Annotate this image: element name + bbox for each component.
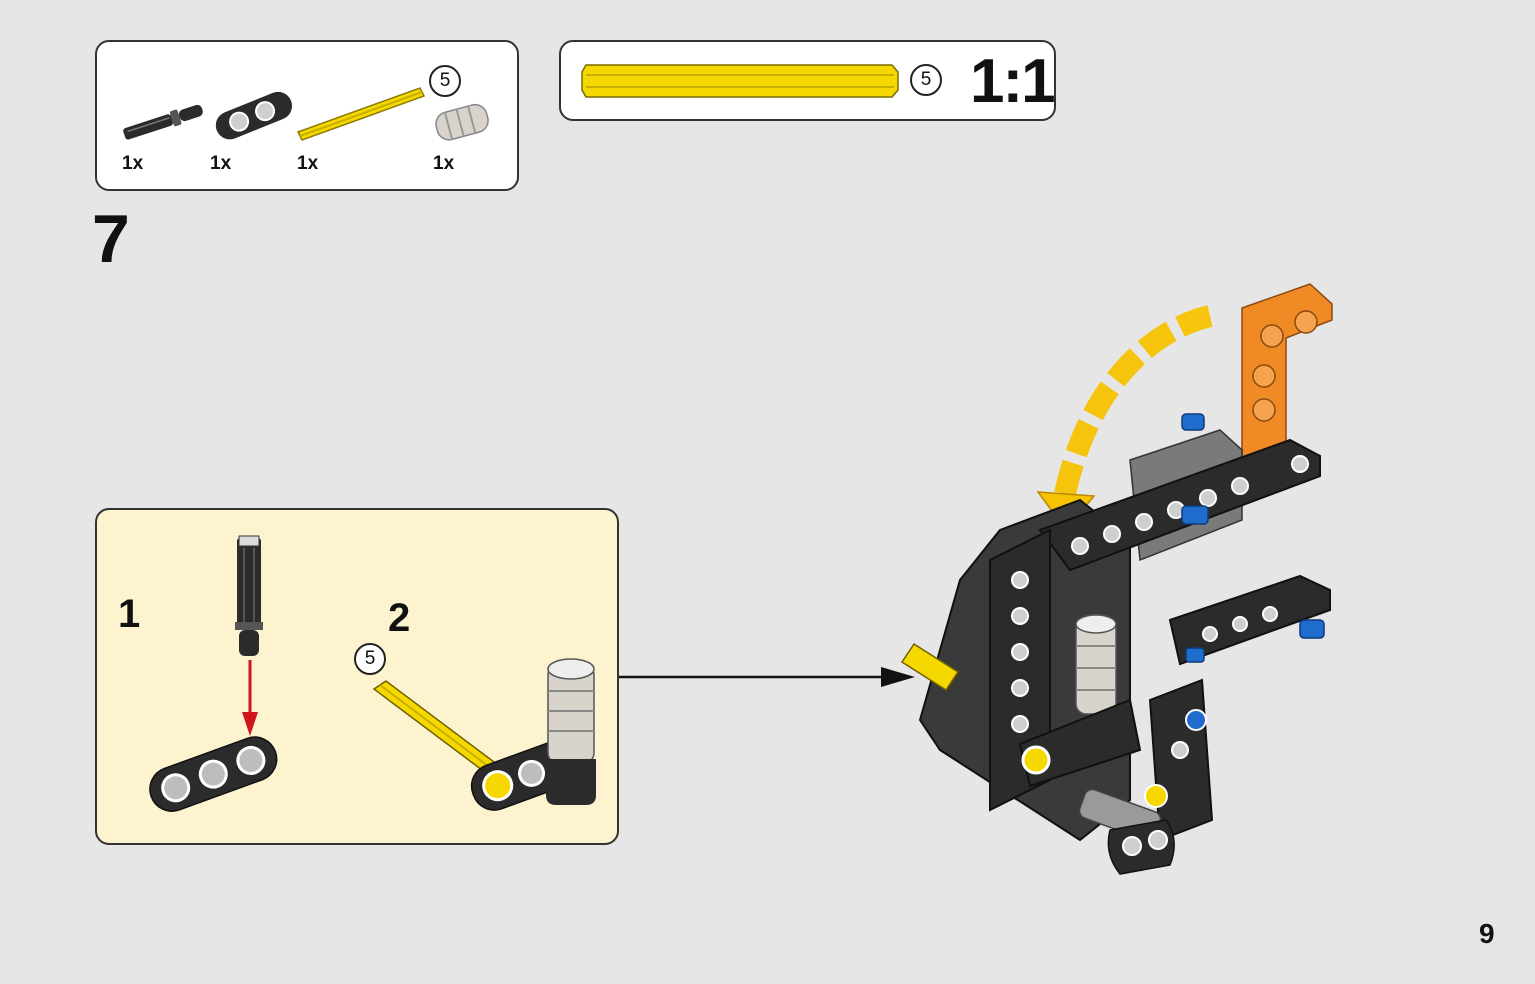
substep-1-number: 1 (118, 592, 141, 636)
part-beam-2-icon (215, 91, 293, 140)
substep-2-axle-length-marker: 5 (354, 643, 386, 675)
part-bush-quantity: 1x (433, 153, 455, 174)
scale-axle-icon (581, 64, 899, 98)
part-bush-icon (435, 103, 489, 141)
part-axle-5-icon (296, 87, 426, 141)
scale-ratio-label: 1:1 (970, 47, 1056, 116)
callout-connector-arrow (619, 667, 915, 687)
main-model-illustration (900, 283, 1333, 875)
part-axle-pin-quantity: 1x (122, 153, 144, 174)
substep-1-beam (149, 736, 278, 812)
part-axle-length-marker: 5 (429, 65, 461, 97)
step-number: 7 (92, 201, 130, 277)
scale-length-marker: 5 (910, 64, 942, 96)
part-axle-pin-icon (123, 104, 203, 140)
part-beam-quantity: 1x (210, 153, 232, 174)
part-axle-quantity: 1x (297, 153, 319, 174)
substep-2-assembly (372, 658, 596, 811)
substep-1-insert-arrow (242, 660, 258, 736)
page-number: 9 (1479, 918, 1495, 949)
substep-1-axle-pin (235, 535, 263, 656)
substep-2-number: 2 (388, 596, 411, 640)
